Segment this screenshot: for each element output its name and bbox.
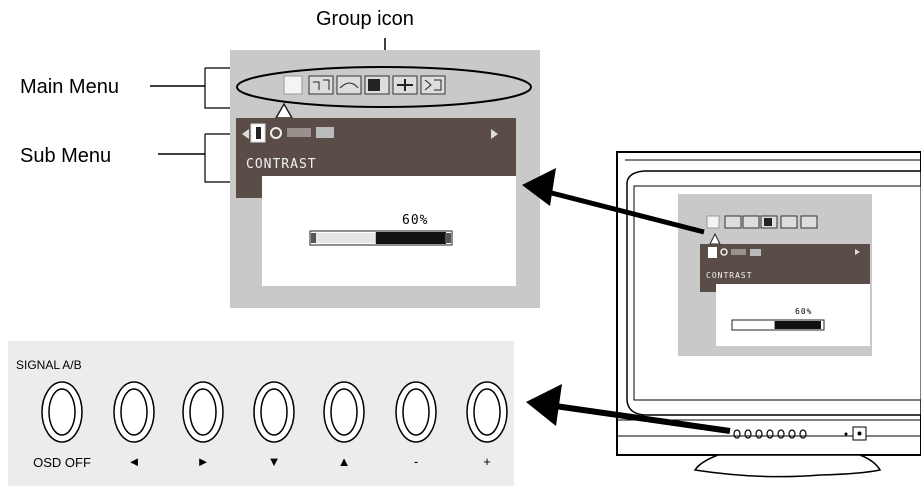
bar-empty	[316, 233, 376, 243]
contrast-bar	[309, 230, 453, 246]
bar-fill	[375, 232, 446, 244]
down-button-label: ▼	[267, 454, 281, 469]
sub-menu-callout: Sub Menu	[20, 145, 112, 167]
plus-button-label: +	[483, 454, 491, 469]
osd-off-label: OSD OFF	[33, 455, 91, 470]
up-button[interactable]	[323, 381, 365, 443]
right-button[interactable]	[182, 381, 224, 443]
buttons-zoom-arrow	[526, 384, 731, 434]
signal-ab-label: SIGNAL A/B	[16, 358, 82, 372]
group-icon-callout: Group icon	[316, 8, 414, 30]
minus-button[interactable]	[395, 381, 437, 443]
power-led	[844, 432, 848, 436]
up-button-label: ▲	[337, 454, 351, 469]
osd-value-text: 60%	[402, 213, 429, 228]
brightness-icon	[270, 127, 282, 139]
osd-screen-large	[230, 50, 540, 308]
settings-icon	[287, 128, 311, 137]
osd-item-label: CONTRAST	[246, 157, 317, 172]
right-button-label: ►	[196, 454, 210, 469]
small-osd-content-area	[716, 284, 870, 346]
osd-screen-small	[678, 194, 872, 356]
bar-plus-end	[445, 233, 451, 243]
small-bar-fill	[774, 321, 821, 329]
osd-off-button[interactable]	[41, 381, 83, 443]
monitor-front-buttons	[733, 429, 807, 439]
left-button-label: ◄	[127, 454, 141, 469]
left-button[interactable]	[113, 381, 155, 443]
monitor-stand	[693, 454, 882, 478]
plus-button[interactable]	[466, 381, 508, 443]
tools-icon	[316, 127, 334, 138]
small-osd-item-label: CONTRAST	[706, 271, 753, 280]
right-arrow-icon	[491, 129, 498, 139]
main-menu-callout: Main Menu	[20, 76, 119, 98]
geometry-group-icon	[336, 75, 362, 95]
main-menu-icons	[283, 75, 446, 95]
panel-buttons	[41, 381, 508, 443]
left-arrow-icon	[242, 129, 249, 139]
osd-zoom-arrow	[522, 168, 705, 235]
contrast-brightness-group-icon	[283, 75, 303, 95]
group-icon-highlight-ellipse	[236, 66, 532, 108]
small-osd-value-text: 60%	[795, 307, 813, 316]
down-button[interactable]	[253, 381, 295, 443]
bar-minus-end	[311, 233, 316, 243]
minus-button-label: -	[413, 454, 419, 469]
small-main-menu-icons	[706, 215, 818, 229]
